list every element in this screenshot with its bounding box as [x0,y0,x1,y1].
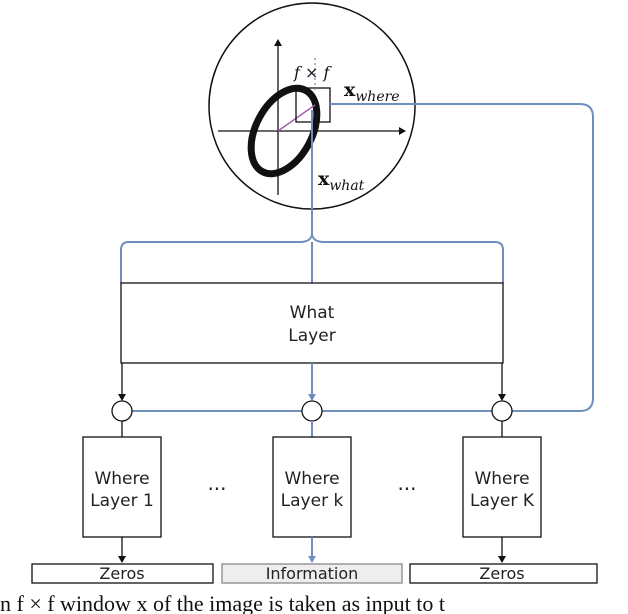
ellipsis-right: ... [397,471,416,495]
what-layer-line2: Layer [288,326,335,346]
where-layer-1-line2: Layer 1 [90,491,154,511]
where-layer-1: Where Layer 1 [82,436,162,538]
x-where-label: xwhere [344,79,400,105]
handwritten-digit-zero [247,84,321,178]
x-what-label: xwhat [318,168,365,194]
where-layer-K-line2: Layer K [470,491,535,511]
where-layer-k-line1: Where [284,469,339,489]
input-image-circle: f × f xwhere xwhat [208,2,416,210]
where-layer-k-line2: Layer k [281,491,344,511]
where-layer-K-line1: Where [474,469,529,489]
gate-K [491,400,513,422]
where-layer-K: Where Layer K [462,436,542,538]
svg-text:Information: Information [266,564,359,583]
gate-1 [111,400,133,422]
what-layer: What Layer [120,282,504,364]
x-where-feedback-loop [122,103,594,412]
window-size-label: f × f [293,63,333,82]
what-layer-line1: What [290,303,335,323]
svg-text:Zeros: Zeros [99,564,144,583]
svg-text:Zeros: Zeros [479,564,524,583]
output-zeros-left: Zeros [31,563,214,584]
ellipsis-left: ... [207,471,226,495]
network-diagram: f × f xwhere xwhat What Layer Where Laye… [31,2,598,584]
output-information: Information [221,563,403,584]
gate-k [301,400,323,422]
output-zeros-right: Zeros [409,563,598,584]
input-brace [120,231,504,283]
caption-text: n f × f window x of the image is taken a… [0,591,445,614]
where-layer-1-line1: Where [94,469,149,489]
where-layer-k: Where Layer k [272,436,352,538]
figure-caption: n f × f window x of the image is taken a… [0,591,628,614]
